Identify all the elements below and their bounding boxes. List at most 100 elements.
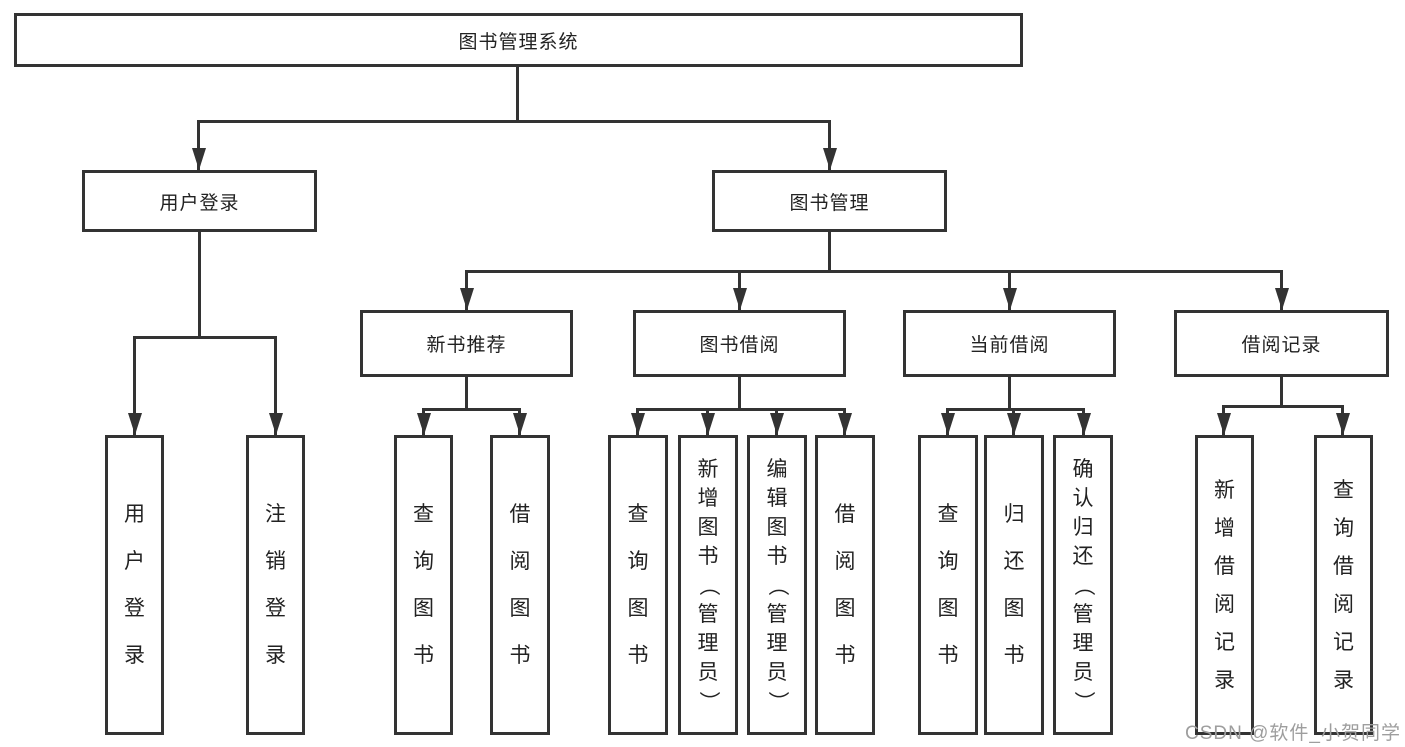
arrow-current-borrow-leaf-1 <box>946 408 949 435</box>
leaf-label-char: 图 <box>509 597 531 620</box>
leaf-label-char: 查 <box>413 503 434 526</box>
leaf-label-char: 阅 <box>834 550 856 573</box>
leaf-label-char: 用 <box>124 503 145 526</box>
node-book-management: 图书管理 <box>712 170 947 232</box>
arrow-to-borrow-records <box>1280 270 1283 310</box>
connector-new-books-stub <box>465 377 468 408</box>
node-root-label: 图书管理系统 <box>458 31 579 53</box>
leaf-label-char: 理 <box>1072 631 1094 655</box>
node-current-borrow: 当前借阅 <box>903 310 1116 377</box>
connector-current-borrow-stub <box>1008 377 1011 408</box>
connector-root-stub <box>516 67 519 120</box>
leaf-label-char: 记 <box>1333 630 1354 654</box>
leaf-label-char: 借 <box>1214 554 1235 578</box>
leaf-new-books-query: 查询图书 <box>394 435 453 735</box>
leaf-label-char: 员 <box>766 660 788 684</box>
node-user-login-label: 用户登录 <box>159 192 240 214</box>
node-new-books-label: 新书推荐 <box>426 335 507 356</box>
watermark: CSDN @软件_小贺同学 <box>1185 723 1401 744</box>
leaf-label-char: 录 <box>1333 668 1354 692</box>
node-borrow-records-label: 借阅记录 <box>1241 335 1322 356</box>
leaf-label-char: 注 <box>265 503 286 526</box>
leaf-label-char: 归 <box>1072 515 1094 539</box>
leaf-label-char: 查 <box>627 503 649 526</box>
leaf-label-char: 新 <box>697 457 719 481</box>
connector-root-branch <box>197 120 831 123</box>
leaf-label-char: 书 <box>1003 644 1025 667</box>
leaf-label-char: 认 <box>1072 486 1094 510</box>
leaf-label-char: 书 <box>834 644 856 667</box>
leaf-label-char: 图 <box>1003 597 1025 620</box>
connector-user-login-stub <box>198 232 201 336</box>
leaf-label-char: ） <box>696 690 720 712</box>
leaf-label-char: ） <box>1071 690 1095 712</box>
connector-book-borrow-branch <box>636 408 846 411</box>
arrow-to-user-login <box>197 120 200 170</box>
leaf-label-char: 阅 <box>1214 592 1235 616</box>
leaf-label-char: 管 <box>1072 602 1094 626</box>
leaf-label-char: 图 <box>766 515 788 539</box>
connector-new-books-branch <box>422 408 521 411</box>
leaf-label-char: 新 <box>1214 478 1235 502</box>
leaf-label-char: 理 <box>697 631 719 655</box>
arrow-to-new-books <box>465 270 468 310</box>
leaf-label-char: 借 <box>509 503 531 526</box>
leaf-label-char: 录 <box>265 644 286 667</box>
leaf-records-add: 新增借阅记录 <box>1195 435 1254 735</box>
arrow-new-books-leaf-2 <box>518 408 521 435</box>
leaf-label-char: 户 <box>124 550 145 573</box>
leaf-new-books-borrow: 借阅图书 <box>490 435 550 735</box>
leaf-label-char: 增 <box>1214 516 1235 540</box>
node-book-borrow-label: 图书借阅 <box>699 335 780 356</box>
connector-borrow-records-stub <box>1280 377 1283 405</box>
leaf-label-char: 书 <box>509 644 531 667</box>
leaf-label-char: 理 <box>766 631 788 655</box>
arrow-to-leaf-login <box>133 336 136 435</box>
leaf-borrow-book: 借阅图书 <box>815 435 875 735</box>
leaf-label-char: 编 <box>766 457 788 481</box>
leaf-label-char: 书 <box>627 644 649 667</box>
leaf-label-char: 还 <box>1072 544 1094 568</box>
leaf-label-char: 图 <box>937 597 959 620</box>
leaf-label-char: 询 <box>937 550 959 573</box>
leaf-label-char: 记 <box>1214 630 1235 654</box>
leaf-user-login: 用户登录 <box>105 435 164 735</box>
leaf-label-char: ） <box>765 690 789 712</box>
leaf-label-char: 管 <box>766 602 788 626</box>
leaf-label-char: 图 <box>697 515 719 539</box>
node-current-borrow-label: 当前借阅 <box>969 335 1050 356</box>
node-new-books: 新书推荐 <box>360 310 573 377</box>
leaf-label-char: 员 <box>1072 660 1094 684</box>
connector-current-borrow-branch <box>946 408 1085 411</box>
leaf-label-char: 图 <box>834 597 856 620</box>
arrow-book-borrow-leaf-2 <box>706 408 709 435</box>
leaf-label-char: （ <box>1071 574 1095 596</box>
arrow-current-borrow-leaf-3 <box>1082 408 1085 435</box>
connector-book-management-stub <box>828 232 831 270</box>
leaf-label-char: 销 <box>265 550 286 573</box>
arrow-to-current-borrow <box>1008 270 1011 310</box>
leaf-label-char: 书 <box>766 544 788 568</box>
leaf-label-char: 查 <box>1333 478 1354 502</box>
leaf-borrow-add-admin: 新增图书（管理员） <box>678 435 738 735</box>
node-book-management-label: 图书管理 <box>789 192 870 214</box>
leaf-current-return: 归还图书 <box>984 435 1044 735</box>
leaf-label-char: 归 <box>1003 503 1025 526</box>
node-book-borrow: 图书借阅 <box>633 310 846 377</box>
leaf-label-char: 图 <box>627 597 649 620</box>
connector-borrow-records-branch <box>1222 405 1344 408</box>
leaf-logout: 注销登录 <box>246 435 305 735</box>
arrow-book-borrow-leaf-1 <box>636 408 639 435</box>
arrow-to-book-management <box>828 120 831 170</box>
leaf-label-char: 阅 <box>1333 592 1354 616</box>
node-root: 图书管理系统 <box>14 13 1023 67</box>
connector-book-management-branch <box>465 270 1281 273</box>
leaf-records-query: 查询借阅记录 <box>1314 435 1373 735</box>
node-user-login: 用户登录 <box>82 170 317 232</box>
arrow-book-borrow-leaf-4 <box>843 408 846 435</box>
leaf-label-char: （ <box>765 574 789 596</box>
leaf-label-char: 询 <box>1333 516 1354 540</box>
arrow-current-borrow-leaf-2 <box>1012 408 1015 435</box>
leaf-current-confirm-admin: 确认归还（管理员） <box>1053 435 1113 735</box>
